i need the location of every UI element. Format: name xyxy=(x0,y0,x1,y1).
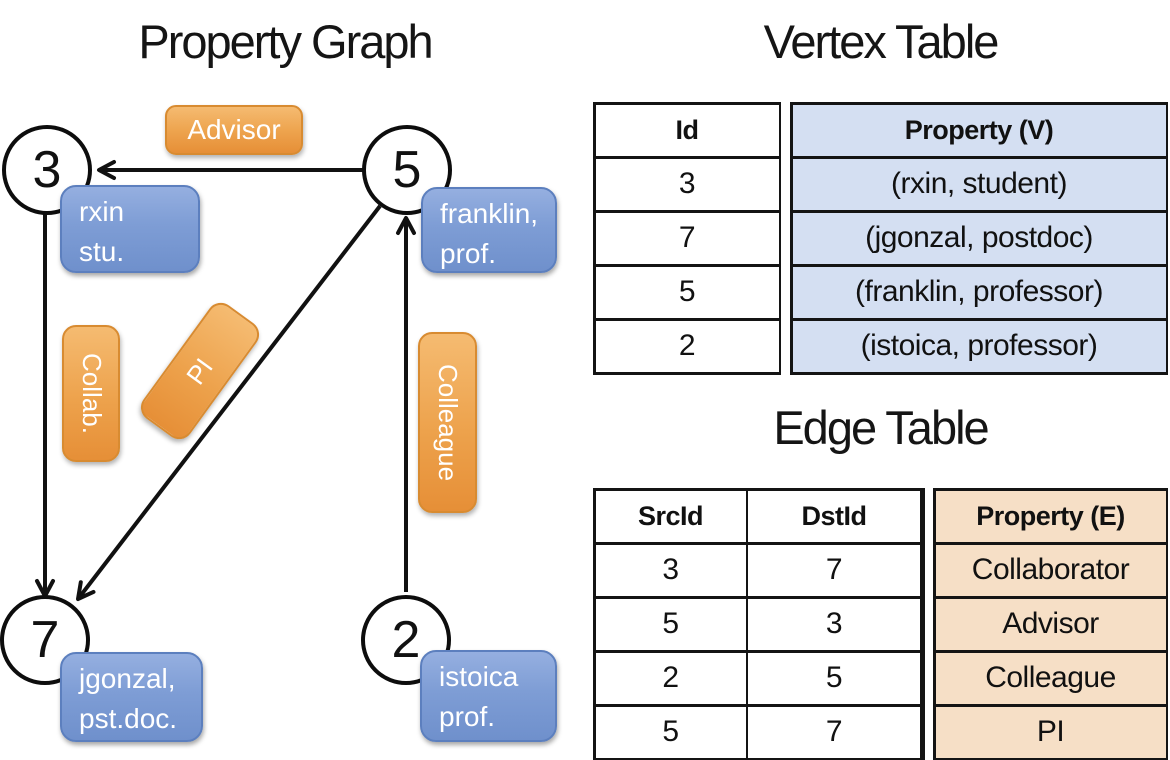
edge-table-src-cell: 2 xyxy=(595,652,746,704)
vertex-property-box-3: rxin stu. xyxy=(60,185,200,273)
edge-table-id-columns: SrcId DstId 3 7 5 3 2 5 5 7 xyxy=(593,488,925,760)
edge-label-text: Colleague xyxy=(433,363,463,482)
vertex-property-box-2: istoica prof. xyxy=(420,650,557,742)
vertex-table-id-cell: 3 xyxy=(595,158,779,210)
vertex-table-id-cell: 7 xyxy=(595,212,779,264)
edge-label-text: PI xyxy=(180,351,219,390)
edge-table-property-cell: Colleague xyxy=(935,652,1166,704)
vertex-table-property-cell: (istoica, professor) xyxy=(792,320,1166,372)
property-graph-title: Property Graph xyxy=(138,15,433,68)
vertex-table-id-column: Id 3 7 5 2 xyxy=(593,102,781,375)
vertex-property-box-7: jgonzal, pst.doc. xyxy=(60,652,203,742)
edge-table-dst-cell: 7 xyxy=(748,544,920,596)
vertex-property-line: franklin, xyxy=(440,198,539,229)
edge-table-header-property: Property (E) xyxy=(935,490,1166,542)
edge-table-property-column: Property (E) Collaborator Advisor Collea… xyxy=(933,488,1168,760)
edge-table-property-cell: PI xyxy=(935,706,1166,758)
edge-table-dst-cell: 3 xyxy=(748,598,920,650)
edge-table-header-srcid: SrcId xyxy=(595,490,746,542)
edge-label-colleague: Colleague xyxy=(418,332,477,513)
graph-node-5: 5 xyxy=(362,125,452,215)
edge-table-dst-cell: 7 xyxy=(748,706,920,758)
vertex-property-line: pst.doc. xyxy=(79,703,178,734)
edge-table-property-cell: Advisor xyxy=(935,598,1166,650)
vertex-property-line: rxin xyxy=(79,196,125,227)
edge-label-collab: Collab. xyxy=(62,325,120,462)
vertex-property-box-5: franklin, prof. xyxy=(421,187,557,273)
edge-table-title: Edge Table xyxy=(773,401,989,454)
vertex-property-line: stu. xyxy=(79,236,125,267)
vertex-table-id-cell: 5 xyxy=(595,266,779,318)
graph-node-2: 2 xyxy=(361,595,451,685)
edge-label-text: Collab. xyxy=(76,353,107,434)
vertex-table-header-id: Id xyxy=(595,104,779,156)
vertex-table-title: Vertex Table xyxy=(763,15,1000,68)
vertex-table-property-column: Property (V) (rxin, student) (jgonzal, p… xyxy=(790,102,1168,375)
edge-table-dst-cell: 5 xyxy=(748,652,920,704)
vertex-table-id-cell: 2 xyxy=(595,320,779,372)
vertex-table-property-cell: (rxin, student) xyxy=(792,158,1166,210)
edge-label-advisor: Advisor xyxy=(165,105,303,155)
graph-edges-layer xyxy=(35,160,416,601)
vertex-property-line: prof. xyxy=(440,238,497,269)
edge-arrow-5-to-7 xyxy=(76,204,382,601)
vertex-property-line: istoica xyxy=(439,661,519,692)
edge-table-header-dstid: DstId xyxy=(748,490,920,542)
edge-table-src-cell: 5 xyxy=(595,706,746,758)
vertex-table-property-cell: (jgonzal, postdoc) xyxy=(792,212,1166,264)
edge-table-src-cell: 5 xyxy=(595,598,746,650)
vertex-table-header-property: Property (V) xyxy=(792,104,1166,156)
edge-label-text: Advisor xyxy=(187,114,281,145)
edge-table-src-cell: 3 xyxy=(595,544,746,596)
edge-table-property-cell: Collaborator xyxy=(935,544,1166,596)
vertex-property-line: jgonzal, xyxy=(79,663,176,694)
vertex-property-line: prof. xyxy=(439,701,496,732)
vertex-table-property-cell: (franklin, professor) xyxy=(792,266,1166,318)
